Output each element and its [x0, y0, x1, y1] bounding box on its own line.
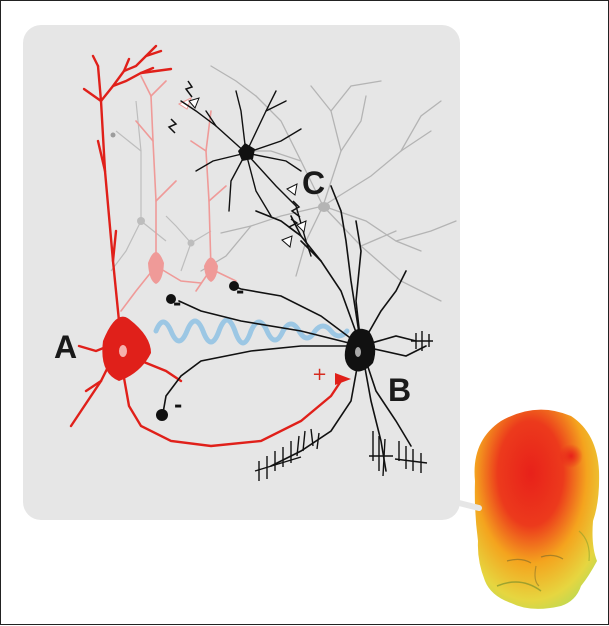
neuron-a-faded-copies — [121, 76, 236, 311]
excitatory-synapse-a-to-b — [335, 373, 351, 385]
synapse-triangle-2 — [287, 184, 297, 195]
gray-bouton — [111, 133, 116, 138]
inhibitory-sign-2: - — [236, 281, 244, 301]
gray-neuron-soma-1 — [137, 217, 145, 225]
excitatory-sign: + — [312, 366, 327, 384]
upper-neuron-soma — [238, 143, 255, 161]
neuron-a-nucleus — [119, 345, 127, 357]
neuron-c-soma — [318, 202, 330, 212]
label-a: A — [54, 331, 77, 363]
eeg-head — [475, 410, 600, 609]
label-b: B — [388, 374, 411, 406]
faded-soma-2 — [204, 258, 218, 283]
neuron-a-red — [71, 46, 341, 446]
inhibitory-sign-1: - — [173, 293, 181, 313]
inhibitory-bouton-3 — [156, 409, 168, 421]
label-c: C — [302, 167, 325, 199]
gray-neuron-soma-2 — [188, 240, 195, 247]
synapse-triangle-4 — [282, 236, 292, 247]
neuron-b-nucleus — [355, 347, 361, 357]
faded-soma-1 — [148, 252, 164, 284]
inhibitory-sign-3: - — [174, 395, 182, 415]
faded-gray-neurons — [111, 101, 211, 271]
